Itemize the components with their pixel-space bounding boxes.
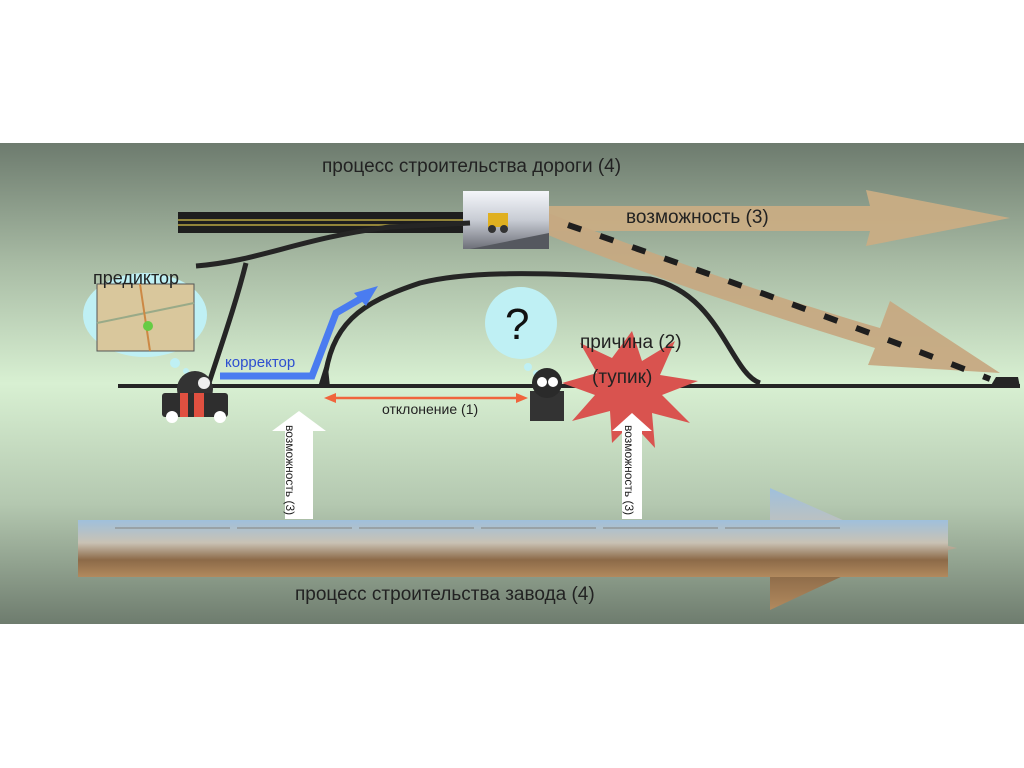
road-end bbox=[990, 377, 1020, 387]
opportunity-top-label: возможность (3) bbox=[626, 207, 769, 228]
dashed-road bbox=[567, 222, 992, 382]
opportunity-right-label: возможность (3) bbox=[622, 425, 636, 515]
road-branch-base bbox=[318, 358, 330, 387]
opportunity-arrow-right: возможность (3) bbox=[612, 413, 652, 519]
predictor: предиктор bbox=[83, 268, 207, 374]
confused-person-icon: ? bbox=[485, 287, 564, 421]
opportunity-left-label: возможность (3) bbox=[283, 425, 297, 515]
opportunity-arrow-top: возможность (3) bbox=[548, 190, 1010, 382]
title-factory-construction: процесс строительства завода (4) bbox=[295, 584, 595, 605]
opportunity-arrow-down bbox=[548, 213, 1000, 373]
roads bbox=[118, 220, 1020, 388]
dead-end-explosion: причина (2) (тупик) bbox=[562, 331, 698, 448]
road-construction-photo bbox=[463, 191, 549, 249]
factory-construction-arrow bbox=[78, 488, 957, 610]
diagram-slide: возможность (3) процесс строительства до… bbox=[0, 143, 1024, 624]
deviation-label: отклонение (1) bbox=[382, 401, 478, 417]
deviation-arrow: отклонение (1) bbox=[324, 393, 528, 417]
corrector-label: корректор bbox=[225, 354, 295, 371]
dead-end-label: (тупик) bbox=[592, 367, 652, 388]
opportunity-arrow-left: возможность (3) bbox=[272, 411, 326, 519]
cause-label: причина (2) bbox=[580, 332, 682, 353]
question-mark: ? bbox=[505, 300, 529, 349]
title-road-construction: процесс строительства дороги (4) bbox=[322, 156, 621, 177]
car-icon bbox=[162, 371, 228, 423]
road-top bbox=[178, 212, 468, 233]
corrector-arrow: корректор bbox=[220, 286, 378, 380]
predictor-label: предиктор bbox=[93, 268, 179, 288]
